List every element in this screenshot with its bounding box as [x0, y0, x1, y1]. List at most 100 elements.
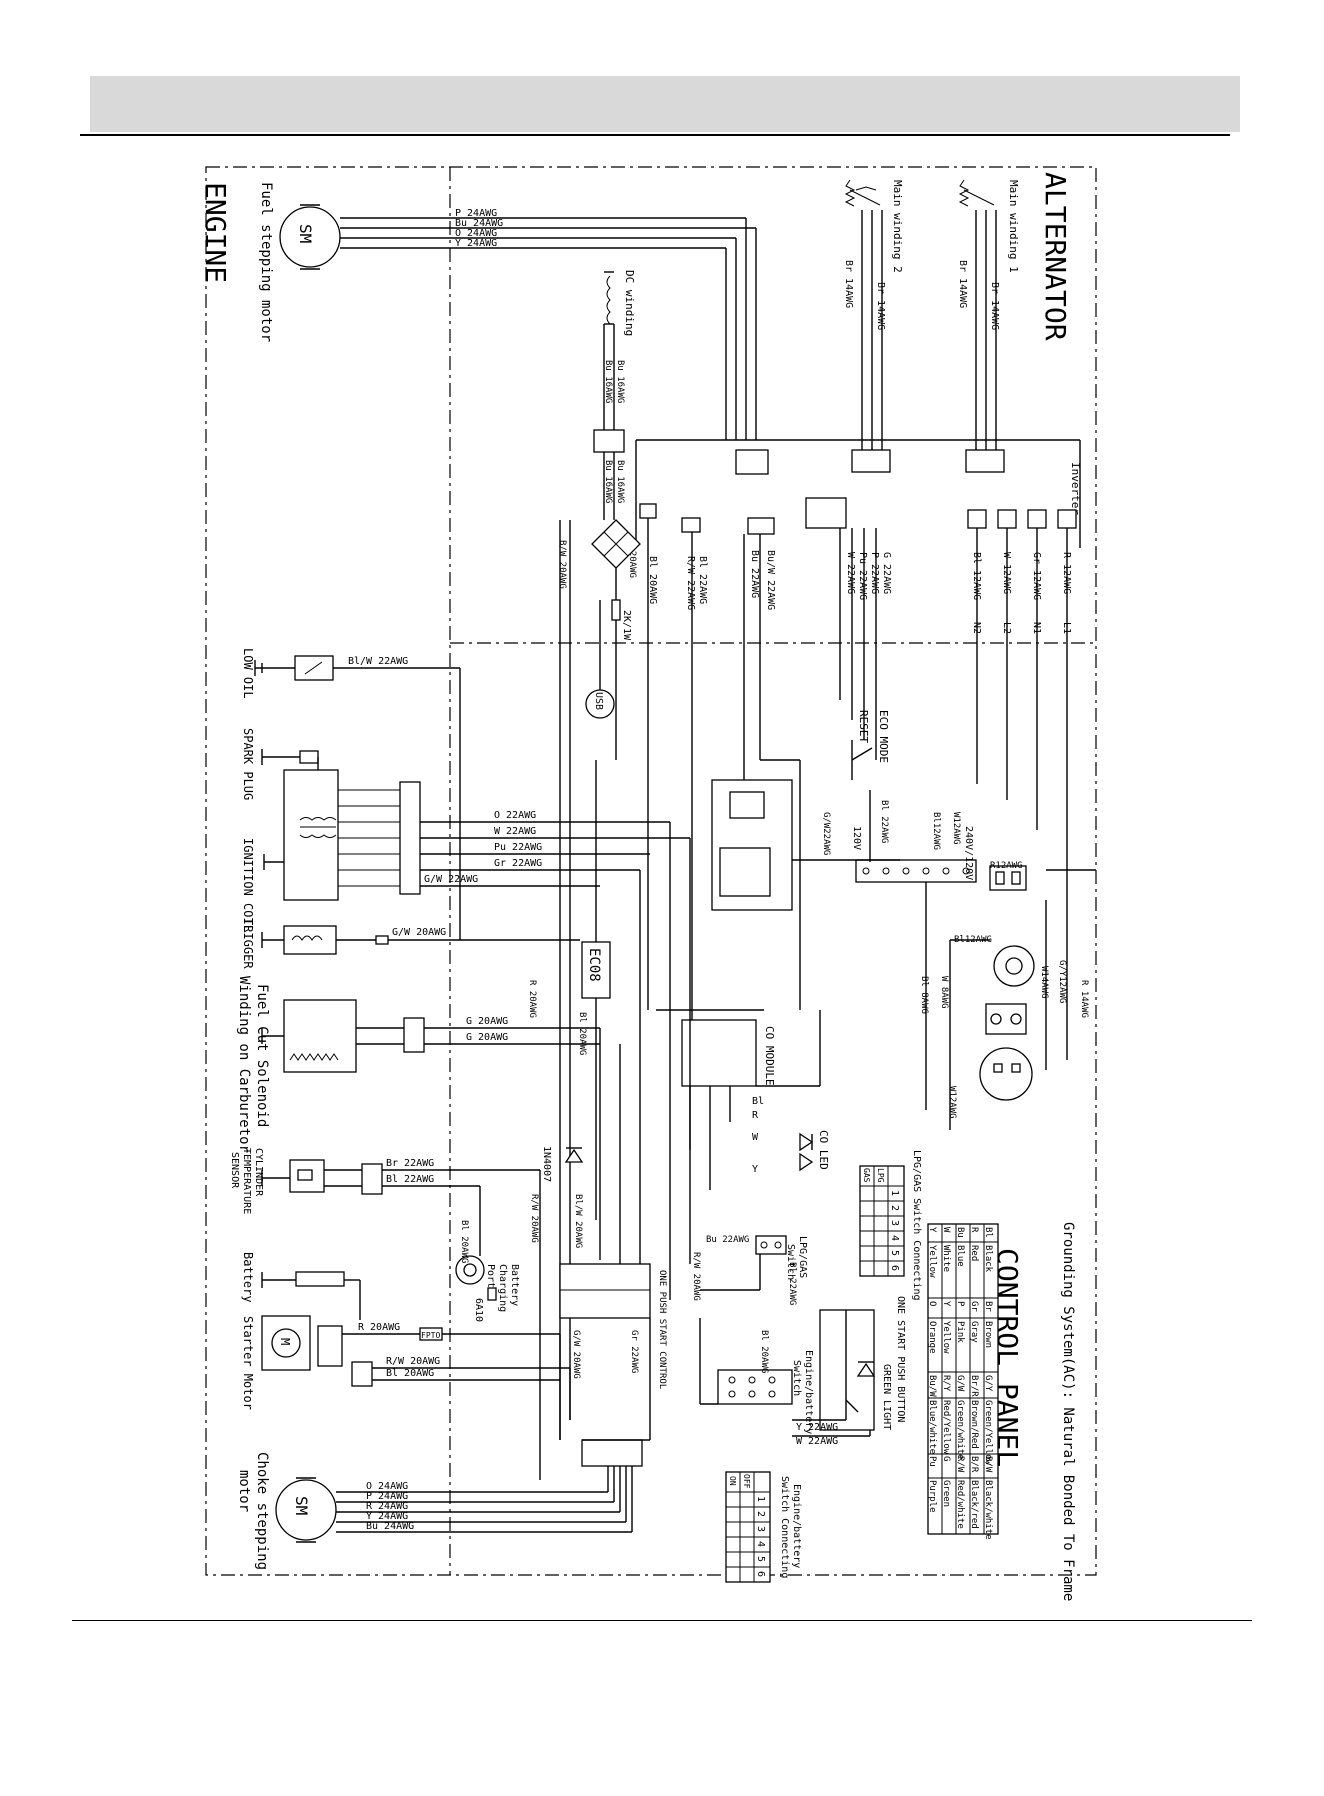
wire-w22b: W 22AWG [494, 826, 536, 837]
diode-label: 1N4007 [541, 1146, 552, 1182]
wire-rw22: R/W 22AWG [685, 556, 696, 610]
dc-winding: DC winding [593, 270, 636, 520]
battery-label: Battery [241, 1252, 255, 1303]
ac-outlet-3 [985, 1003, 1027, 1035]
wire-w12b: W12AWG [951, 812, 961, 845]
one-start-label: ONE START PUSH BUTTON [895, 1296, 906, 1422]
cc-r2-c4: Gray [969, 1321, 979, 1343]
lpg-h4: 4 [889, 1235, 900, 1241]
header-bar [90, 76, 1240, 132]
wire-bl22c: Bl 22AWG [787, 1262, 797, 1305]
ignition-coil: IGNITION COIL [241, 769, 339, 932]
cc-r3-c1: Bu [955, 1227, 965, 1238]
ignition-connector [338, 781, 421, 895]
starter-label: Starter Motor [241, 1316, 255, 1410]
cc-r5-c4: Orange [927, 1321, 937, 1354]
main-winding-2: Main winding 2 [844, 179, 904, 473]
wire-y22: Y 22AWG [796, 1422, 838, 1433]
cc-r1-c3: Br [983, 1301, 993, 1312]
main-winding-2-label: Main winding 2 [891, 180, 904, 273]
wire-w12: W 12AWG [1001, 552, 1012, 594]
co-led: CO LED [799, 1130, 830, 1172]
one-push-start-control: ONE PUSH START CONTROL [559, 1263, 667, 1389]
wire-bu24: Bu 24AWG [455, 218, 503, 229]
v240-label: 240V/120V [963, 826, 974, 880]
cc-r4-c8: Green [941, 1480, 951, 1507]
wire-w22c: W 22AWG [796, 1436, 838, 1447]
engine-switch-label-2: Switch [791, 1360, 802, 1396]
color-code-table [927, 1223, 999, 1535]
charging-label-3: Port [485, 1264, 496, 1288]
wire-bl20d: Bl 20AWG [386, 1368, 434, 1379]
wire-bl20c: Bl 20AWG [459, 1220, 469, 1263]
color-row-2: R Red Gr Gray Br/R Brown/Red B/R Black/r… [969, 1227, 979, 1529]
fuel-cut-solenoid: Fuel Cut Solenoid Winding on Carburetor [236, 976, 600, 1153]
battery-charging-port: Battery Charging Port 6A10 [455, 1255, 520, 1322]
wire-bl8: Bl 8AWG [919, 976, 929, 1014]
cc-r2-c3: Gr [969, 1301, 979, 1312]
wire-bu22: Bu 22AWG [749, 550, 760, 598]
color-row-5: Y Yellow O Orange Bu/W Blue/white Pu Pur… [927, 1227, 937, 1513]
lpg-switch-label-1: LPG/GAS [797, 1236, 808, 1278]
grounding-text: Grounding System(AC): Natural Bonded To … [1060, 1222, 1076, 1601]
trigger-label: TRIGGER [241, 918, 255, 969]
battery: Battery [241, 1252, 361, 1320]
cc-r1-c4: Brown [983, 1321, 993, 1348]
wire-gy12: G/Y12AWG [1057, 960, 1067, 1003]
usb-port: USB [585, 600, 615, 719]
voltage-selector: 240V/120V 120V [851, 790, 977, 883]
v120-label: 120V [851, 826, 862, 850]
wire-g20a: G 20AWG [466, 1016, 508, 1027]
wire-bw20: B/W 20AWG [557, 540, 567, 589]
wire-r: R [752, 1110, 759, 1121]
main-winding-1-label: Main winding 1 [1007, 180, 1020, 273]
wire-choke-y24: Y 24AWG [366, 1511, 408, 1522]
wire-bu16d: Bu 16AWG [603, 460, 613, 503]
wire-choke-p24: P 24AWG [366, 1491, 408, 1502]
starter-m: M [278, 1338, 292, 1345]
low-oil-sensor: LOW OIL [241, 648, 460, 699]
fpto-label: FPTO [421, 1331, 440, 1340]
wire-bl12c: Bl12AWG [954, 935, 992, 945]
wire-g20b: G 20AWG [466, 1032, 508, 1043]
wire-y24: Y 24AWG [455, 238, 497, 249]
wire-l1: L1 [1061, 622, 1072, 634]
wire-choke-r24: R 24AWG [366, 1501, 408, 1512]
lpg-switch-label-2: Switch [785, 1244, 796, 1280]
wire-br14c: Br 14AWG [875, 282, 886, 330]
cc-r4-c6: Red/Yellow [941, 1400, 951, 1455]
wire-bl12: Bl 12AWG [971, 552, 982, 600]
wire-bl22a: Bl 22AWG [697, 556, 708, 604]
charging-label-1: Battery [509, 1264, 520, 1306]
wire-w22: W 22AWG [845, 552, 856, 594]
lpg-h3: 3 [889, 1220, 900, 1226]
eng-r2: ON [728, 1476, 737, 1486]
fuel-cut-label-2: Winding on Carburetor [236, 976, 252, 1153]
engine-connect-label-1: Engine/battery [791, 1484, 802, 1568]
lpg-r2: GAS [862, 1168, 871, 1183]
resistor-2k: 2K/1W [611, 568, 632, 760]
choke-label-2: motor [236, 1470, 252, 1512]
alternator-title: ALTERNATOR [1039, 172, 1072, 341]
color-row-1: Bl Black Br Brown G/Y Green/Yellow B/W B… [983, 1227, 993, 1540]
wire-o22: O 22AWG [494, 810, 536, 821]
ac-outlet-1 [989, 865, 1027, 891]
choke-label-1: Choke stepping [254, 1452, 270, 1570]
cc-r1-c7: B/W [983, 1456, 993, 1473]
cc-r3-c7: R/W [955, 1456, 965, 1473]
choke-stepping-motor: SM Choke stepping motor [236, 1452, 337, 1570]
eng-h4: 4 [755, 1541, 766, 1547]
wire-gr22: Gr 22AWG [494, 858, 542, 869]
cc-r5-c6: Blue/white [927, 1400, 937, 1454]
cc-r5-c8: Purple [927, 1480, 937, 1513]
inverter: Inverter [635, 439, 1082, 548]
wire-r20: R 20AWG [627, 540, 637, 578]
reset-label: RESET [857, 710, 870, 743]
color-row-4: W White Y Yellow R/Y Red/Yellow G Green [941, 1227, 951, 1507]
trigger-sensor: TRIGGER [241, 918, 460, 969]
main-winding-1: Main winding 1 [958, 179, 1020, 473]
cc-r2-c8: Black/red [969, 1480, 979, 1529]
wire-l2: L2 [1001, 622, 1012, 634]
choke-wires [336, 1439, 643, 1533]
wire-bl: Bl [752, 1096, 764, 1107]
